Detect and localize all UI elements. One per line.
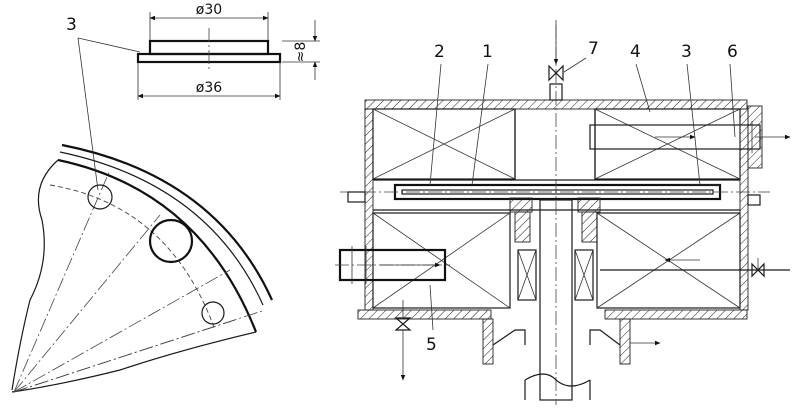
callout-labels: 2 1 7 4 3 6 5 [426, 39, 738, 355]
label-7: 7 [588, 39, 599, 59]
disc-detail: ø30 ø36 ≈8 [136, 2, 320, 100]
label-5: 5 [426, 335, 437, 355]
rotor-cross-section [335, 20, 791, 405]
label-3-left: 3 [66, 15, 77, 35]
label-2: 2 [434, 42, 445, 62]
dimension-top-diameter: ø30 [196, 2, 222, 18]
dimension-bottom-diameter: ø36 [196, 80, 222, 96]
label-3-right: 3 [681, 42, 692, 62]
label-4: 4 [630, 42, 641, 62]
label-6: 6 [727, 42, 738, 62]
dimension-height: ≈8 [293, 42, 309, 63]
label-1: 1 [482, 42, 493, 62]
rotor-sector-view: 3 [11, 15, 274, 393]
